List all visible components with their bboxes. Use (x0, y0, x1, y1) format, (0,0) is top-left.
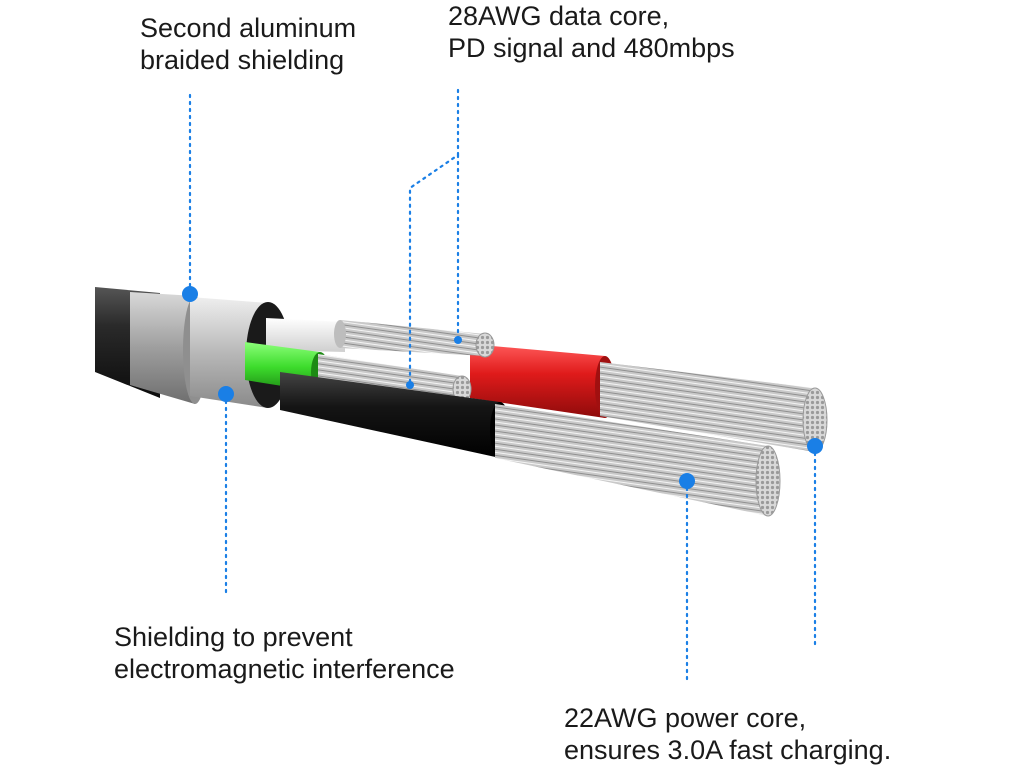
braided-shielding-label-line2: braided shielding (140, 45, 345, 75)
braided-shielding-label: Second aluminum braided shielding (140, 12, 356, 76)
data-marker-dot-lower (406, 381, 414, 389)
power-core-label-line2: ensures 3.0A fast charging. (564, 735, 892, 765)
power-core-label: 22AWG power core, ensures 3.0A fast char… (564, 702, 891, 766)
data-core-label-line2: PD signal and 480mbps (448, 33, 735, 63)
braid-marker-dot (182, 286, 198, 302)
power-core-front (495, 404, 781, 517)
callout-markers (182, 286, 823, 489)
power-core-label-line1: 22AWG power core, (564, 703, 807, 733)
emi-shielding-label-line2: electromagnetic interference (114, 654, 455, 684)
callout-lines (188, 88, 817, 684)
emi-shielding-label: Shielding to prevent electromagnetic int… (114, 621, 455, 685)
data-core-label: 28AWG data core, PD signal and 480mbps (448, 0, 735, 64)
white-wire (266, 318, 345, 352)
data-marker-dot-upper (454, 336, 462, 344)
power-marker-dot-back (807, 438, 823, 454)
emi-marker-dot (218, 386, 234, 402)
emi-shielding-label-line1: Shielding to prevent (114, 622, 353, 652)
data-core-label-line1: 28AWG data core, (448, 1, 670, 31)
data-core-upper (334, 320, 495, 358)
braided-shielding-label-line1: Second aluminum (140, 13, 357, 43)
power-marker-dot-front (679, 473, 695, 489)
